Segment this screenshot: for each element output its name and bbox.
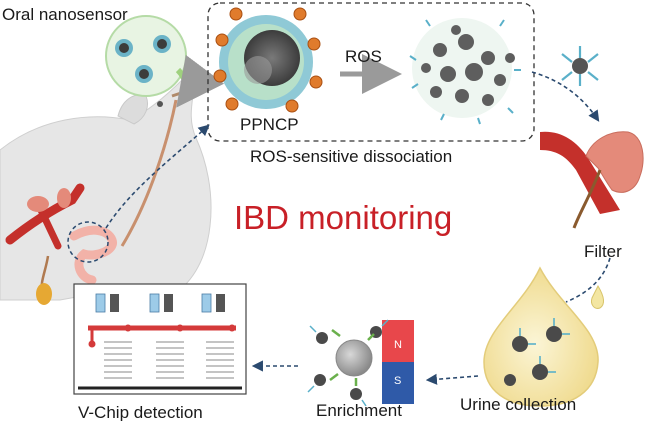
enrichment-label: Enrichment [316,401,402,420]
magnet-south-label: S [394,375,402,387]
ppncp-label: PPNCP [240,115,299,134]
ros-dissociation-label: ROS-sensitive dissociation [250,147,453,166]
figure-title: IBD monitoring [234,199,453,236]
ros-label: ROS [345,47,382,66]
process-box [207,2,535,142]
urine-drop-icon [483,266,605,407]
ppncp-nanoparticle-icon [213,7,323,113]
dissociated-particle-icon [409,18,521,125]
v-chip-icon [73,283,247,395]
flow-arrows [105,71,611,385]
vchip-detection-label: V-Chip detection [78,403,203,421]
magnet-north-label: N [394,339,402,351]
magnetic-bead-icon [307,319,389,407]
nanosensor-bubble-icon [105,15,225,108]
kidney-icon [540,131,644,229]
free-particle-icon [561,46,599,86]
filter-label: Filter [584,242,622,261]
oral-nanosensor-label: Oral nanosensor [2,5,128,24]
mouse-illustration [0,76,212,305]
urine-collection-label: Urine collection [460,395,577,414]
magnet-icon [382,320,414,404]
